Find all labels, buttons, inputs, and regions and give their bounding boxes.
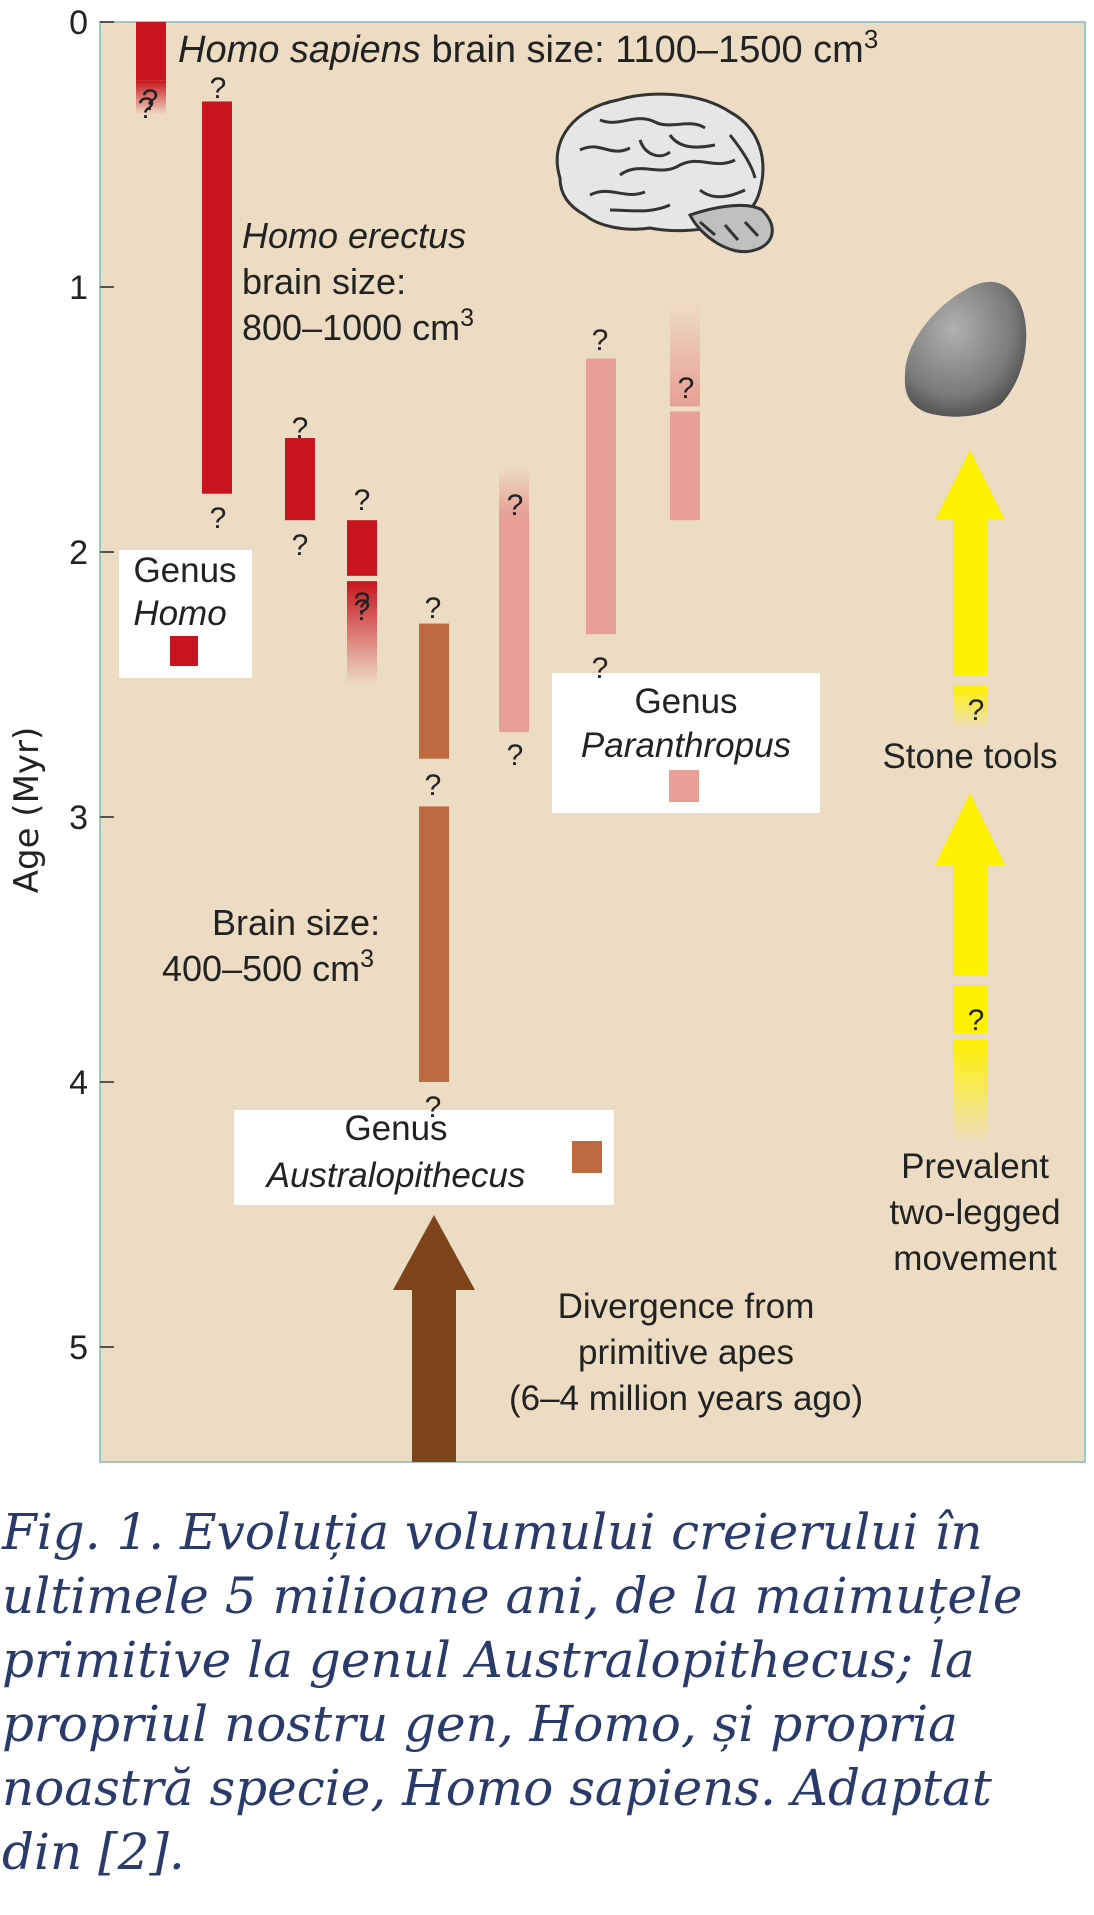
svg-text:Divergence from: Divergence from (558, 1287, 815, 1326)
australopithecus-brain-label: Brain size: 400–500 cm3 (162, 902, 380, 989)
svg-text:Genus: Genus (344, 1109, 447, 1148)
legend-genus-homo: Genus Homo (119, 550, 252, 678)
y-tick-label: 5 (69, 1329, 88, 1367)
figure-caption: Fig. 1. Evoluția volumului creierului în… (2, 1503, 1023, 1881)
range-bar-paranthropus (670, 302, 700, 407)
unknown-mark: ? (292, 412, 309, 445)
unknown-mark: ? (292, 529, 309, 562)
unknown-mark: ? (678, 372, 695, 405)
range-bar-paranthropus (499, 514, 529, 733)
unknown-mark: ? (507, 489, 524, 522)
svg-text:800–1000 cm3: 800–1000 cm3 (242, 304, 474, 348)
svg-text:Homo: Homo (133, 594, 226, 633)
svg-text:Genus: Genus (133, 551, 236, 590)
y-tick-label: 4 (69, 1064, 88, 1102)
divergence-label: Divergence from primitive apes (6–4 mill… (509, 1287, 863, 1418)
range-bar-homo (285, 438, 315, 521)
range-bar-paranthropus (670, 411, 700, 521)
range-bar-australopithecus (419, 623, 449, 759)
range-bars (136, 22, 700, 1082)
divergence-arrow (393, 1215, 475, 1462)
range-bar-australopithecus (419, 806, 449, 1082)
svg-text:400–500 cm3: 400–500 cm3 (162, 945, 374, 989)
brain-icon (555, 92, 774, 254)
unknown-mark: ? (210, 502, 227, 535)
stone-tools-arrow (935, 450, 1005, 730)
svg-text:Brain size:: Brain size: (212, 902, 380, 943)
y-tick-label: 1 (69, 269, 88, 307)
legend-genus-paranthropus: Genus Paranthropus (552, 673, 820, 813)
legend-genus-australopithecus: Genus Australopithecus (234, 1109, 614, 1205)
svg-text:Genus: Genus (634, 682, 737, 721)
unknown-mark: ? (507, 739, 524, 772)
range-bar-homo (347, 520, 377, 576)
unknown-mark: ? (354, 587, 371, 620)
unknown-mark: ? (425, 592, 442, 625)
swatch-paranthropus (669, 770, 699, 802)
unknown-mark: ? (425, 1091, 442, 1124)
swatch-australopithecus (572, 1141, 602, 1173)
unknown-mark: ? (425, 769, 442, 802)
brain-evolution-figure: 0 1 2 3 4 5 Age (Myr) Homo sapiens brain size… (7, 4, 1086, 1463)
stone-tool-icon (904, 281, 1027, 417)
range-bar-paranthropus (586, 358, 616, 635)
range-bar-homo (347, 581, 377, 685)
y-tick-label: 2 (69, 534, 88, 572)
range-bar-homo (202, 101, 232, 494)
unknown-marks: ??????????????????? (138, 72, 985, 1124)
two-legged-arrow (935, 793, 1005, 1145)
svg-text:primitive apes: primitive apes (578, 1333, 794, 1372)
unknown-mark: ? (968, 1004, 985, 1037)
svg-text:Australopithecus: Australopithecus (265, 1156, 526, 1195)
range-bar-homo (136, 22, 166, 81)
y-tick-label: 3 (69, 799, 88, 837)
homo-sapiens-label: Homo sapiens brain size: 1100–1500 cm3 (178, 24, 878, 71)
range-bar-homo (136, 80, 166, 115)
svg-text:Paranthropus: Paranthropus (581, 726, 791, 765)
homo-erectus-label: Homo erectus brain size: 800–1000 cm3 (242, 215, 474, 348)
svg-text:brain size:: brain size: (242, 261, 406, 302)
y-tick-label: 0 (69, 4, 88, 42)
unknown-mark: ? (592, 324, 609, 357)
svg-text:Prevalent: Prevalent (901, 1147, 1049, 1186)
svg-text:movement: movement (893, 1239, 1057, 1278)
unknown-mark: ? (210, 72, 227, 105)
unknown-mark: ? (142, 84, 159, 117)
unknown-mark: ? (354, 484, 371, 517)
unknown-mark: ? (592, 652, 609, 685)
unknown-mark: ? (968, 694, 985, 727)
unknown-mark: ? (138, 92, 155, 125)
svg-text:(6–4 million years ago): (6–4 million years ago) (509, 1379, 863, 1418)
swatch-homo (170, 636, 198, 666)
range-bar-paranthropus (499, 467, 529, 515)
svg-text:Homo erectus: Homo erectus (242, 215, 466, 256)
stone-tools-label: Stone tools (882, 737, 1057, 776)
svg-text:two-legged: two-legged (889, 1193, 1060, 1232)
y-axis: 0 1 2 3 4 5 (69, 4, 114, 1367)
two-legged-label: Prevalent two-legged movement (889, 1147, 1060, 1278)
y-axis-label: Age (Myr) (7, 727, 47, 894)
unknown-mark: ? (354, 594, 371, 627)
